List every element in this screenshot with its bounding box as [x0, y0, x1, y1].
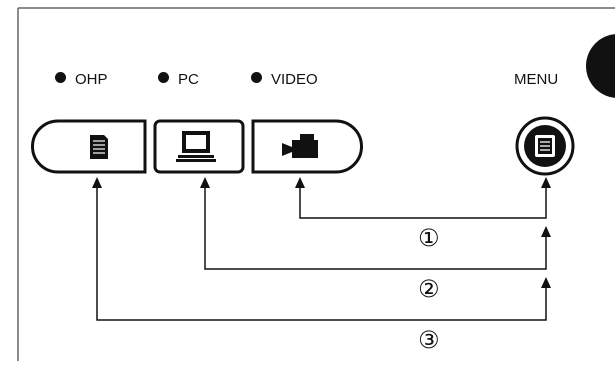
step-1-label: ① — [418, 224, 440, 252]
arrow-menu-2 — [541, 226, 551, 237]
route-2 — [204, 186, 547, 270]
route-3 — [96, 186, 547, 321]
computer-icon — [176, 131, 216, 162]
video-camera-icon — [282, 134, 318, 158]
menu-label: MENU — [514, 71, 559, 88]
arrow-menu-1 — [541, 177, 551, 188]
indicator-label-ohp: OHP — [75, 71, 108, 88]
arrow-ohp — [92, 177, 102, 188]
connector-lines — [96, 186, 547, 321]
indicator-dot — [158, 72, 169, 83]
menu-icon — [535, 135, 555, 157]
pc-button[interactable] — [153, 119, 245, 174]
document-icon — [90, 135, 108, 159]
arrow-pc — [200, 177, 210, 188]
arrow-heads — [92, 177, 551, 288]
indicator-video: VIDEO — [251, 72, 318, 88]
ohp-button[interactable] — [31, 119, 147, 174]
route-1 — [299, 186, 547, 219]
arrow-video — [295, 177, 305, 188]
indicator-label-pc: PC — [178, 71, 199, 88]
corner-tab — [586, 34, 615, 98]
step-3-label: ③ — [418, 326, 440, 354]
menu-button[interactable] — [515, 116, 575, 176]
indicator-dot — [55, 72, 66, 83]
arrow-menu-3 — [541, 277, 551, 288]
indicator-pc: PC — [158, 72, 199, 88]
indicator-dot — [251, 72, 262, 83]
video-button[interactable] — [251, 119, 363, 174]
indicator-ohp: OHP — [55, 72, 108, 88]
indicator-label-video: VIDEO — [271, 71, 318, 88]
step-2-label: ② — [418, 275, 440, 303]
diagram-frame — [17, 7, 615, 361]
